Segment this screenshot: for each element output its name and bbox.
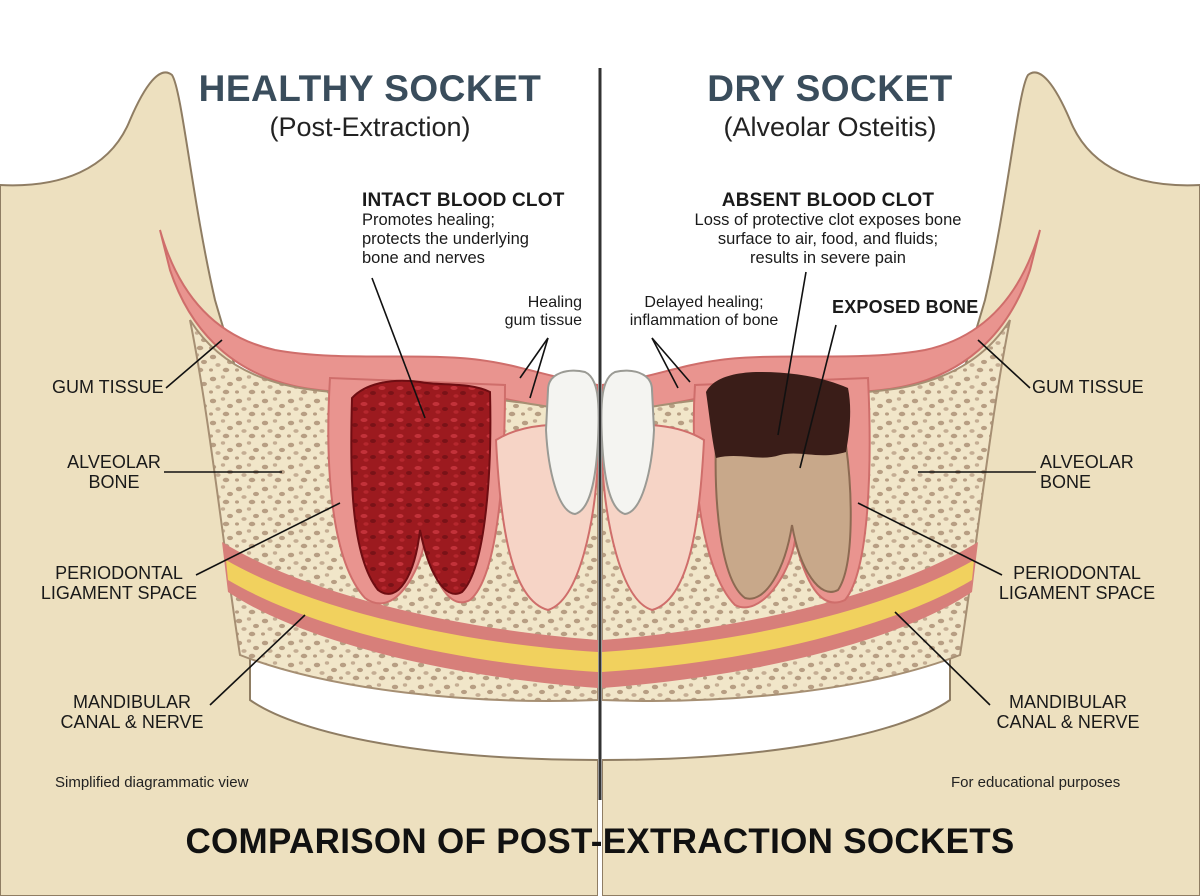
right-bone-label-1: ALVEOLAR [1040,452,1134,472]
left-gum-label-text: GUM TISSUE [52,377,164,397]
right-clot-desc-3: results in severe pain [750,248,906,267]
right-gum-label-text: GUM TISSUE [1032,377,1144,397]
right-empty-socket [706,372,851,458]
right-subtitle: (Alveolar Osteitis) [723,112,937,142]
leader-right-canal [894,611,991,706]
right-bone-label: ALVEOLAR BONE [1040,452,1144,493]
leader-right-exposed [799,324,837,469]
leader-left-healing-gum [519,337,549,379]
right-jaw [602,71,1200,896]
left-outer-bone [0,71,598,896]
left-healing-gum-line-1: Healing [527,294,582,311]
left-gum-tissue [159,229,598,422]
right-exposed-bone [714,438,852,600]
left-title: HEALTHY SOCKET [198,68,542,109]
right-canal-label-1: MANDIBULAR [1008,692,1128,712]
left-clot-desc-2: protects the underlying [362,230,529,249]
leader-left-canal [209,614,306,706]
right-ligament-label-2: LIGAMENT SPACE [998,583,1156,604]
left-ligament-label-1: PERIODONTAL [55,563,183,583]
left-healing-gum-note: Healing gum tissue [478,294,582,330]
leader-lines [164,271,1036,706]
left-clot-heading: INTACT BLOOD CLOT [362,190,565,211]
right-ligament-label-1: PERIODONTAL [1013,563,1141,583]
leader-left-ligament [195,502,341,576]
right-outer-bone [602,71,1200,896]
left-ligament-label-2: LIGAMENT SPACE [40,583,198,604]
footer-title: COMPARISON OF POST-EXTRACTION SOCKETS [185,822,1015,861]
leader-left-clot [371,277,426,419]
right-gum-tissue [602,229,1041,422]
left-gum-label: GUM TISSUE [52,377,164,397]
left-title-block: HEALTHY SOCKET (Post-Extraction) [170,68,570,143]
right-title: DRY SOCKET [707,68,953,109]
left-bone-label-2: BONE [88,472,140,493]
left-blood-clot [350,379,492,595]
left-jaw [0,71,598,896]
right-canal-label-2: CANAL & NERVE [996,712,1140,733]
right-nerve [602,560,974,672]
right-clot-desc-1: Loss of protective clot exposes bone [694,211,962,230]
right-inflam-line-1: Delayed healing; [644,294,764,311]
left-canal-label-2: CANAL & NERVE [60,712,204,733]
left-adjacent-tooth [544,369,598,516]
left-corner-note: Simplified diagrammatic view [55,774,249,791]
left-canal-label-1: MANDIBULAR [72,692,192,712]
left-subtitle: (Post-Extraction) [269,112,471,142]
leader-right-gum [977,339,1031,389]
right-exposed-label: EXPOSED BONE [832,297,979,317]
right-corner-note: For educational purposes [951,774,1121,791]
right-ligament-label: PERIODONTAL LIGAMENT SPACE [996,563,1158,604]
leader-left-gum [165,339,223,389]
left-clot-desc-1: Promotes healing; [362,211,495,230]
left-ligament-label: PERIODONTAL LIGAMENT SPACE [38,563,200,604]
leader-right-clot [777,271,807,436]
leader-right-inflam-2 [651,337,691,383]
right-clot-desc-2: surface to air, food, and fluids; [717,230,939,249]
right-bone-label-2: BONE [1040,472,1092,493]
left-canal-label: MANDIBULAR CANAL & NERVE [56,692,208,733]
right-inflam-line-2: inflammation of bone [629,312,779,330]
right-clot-heading: ABSENT BLOOD CLOT [721,190,935,211]
right-gum-label: GUM TISSUE [1032,377,1144,397]
right-canal-label: MANDIBULAR CANAL & NERVE [992,692,1144,733]
right-adjacent-tooth [602,369,656,516]
leader-left-healing-gum-2 [529,337,549,399]
left-nerve [226,560,598,672]
leader-right-ligament [857,502,1003,576]
left-bone-label-1: ALVEOLAR [67,452,161,472]
right-inflam-note: Delayed healing; inflammation of bone [606,294,802,330]
left-bone-label: ALVEOLAR BONE [62,452,166,493]
left-healing-gum-line-2: gum tissue [504,312,582,330]
leader-right-inflam [651,337,679,389]
left-clot-callout: INTACT BLOOD CLOT Promotes healing; prot… [362,190,565,267]
right-clot-callout: ABSENT BLOOD CLOT Loss of protective clo… [660,190,996,267]
left-clot-desc-3: bone and nerves [362,248,485,267]
right-title-block: DRY SOCKET (Alveolar Osteitis) [630,68,1030,143]
